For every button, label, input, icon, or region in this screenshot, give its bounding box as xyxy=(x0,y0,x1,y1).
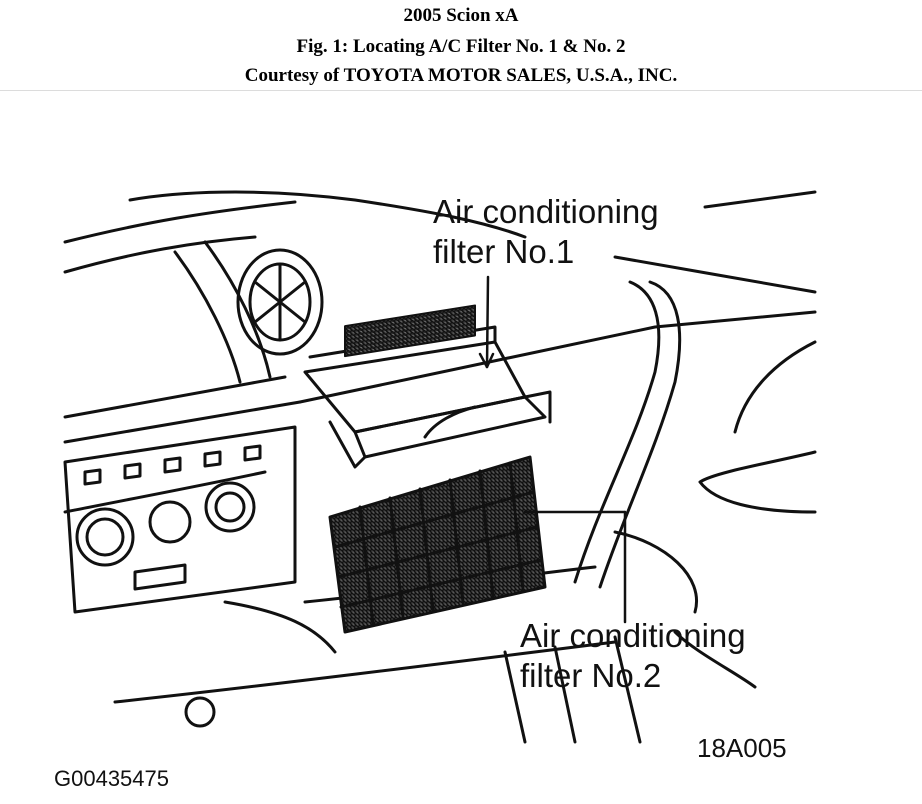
air-vent-icon xyxy=(236,248,324,356)
passenger-side-dash xyxy=(503,280,817,744)
document-header: 2005 Scion xA Fig. 1: Locating A/C Filte… xyxy=(0,0,922,90)
hvac-control-panel xyxy=(63,425,297,728)
graphic-id: G00435475 xyxy=(54,766,169,791)
callout-filter-2-line2: filter No.2 xyxy=(520,657,662,694)
vehicle-title: 2005 Scion xA xyxy=(403,5,519,26)
header-divider xyxy=(0,90,922,91)
courtesy-line: Courtesy of TOYOTA MOTOR SALES, U.S.A., … xyxy=(244,65,678,86)
callout-filter-2-line1: Air conditioning xyxy=(520,617,746,654)
filter-2-mesh xyxy=(328,455,547,634)
figure-code: 18A005 xyxy=(697,733,787,763)
callout-leader-lines xyxy=(478,275,627,624)
filter-1-housing xyxy=(303,304,552,469)
ac-filter-illustration xyxy=(55,182,820,772)
callout-filter-1-line1: Air conditioning xyxy=(433,193,659,230)
figure-caption: Fig. 1: Locating A/C Filter No. 1 & No. … xyxy=(296,36,626,57)
callout-filter-1-line2: filter No.1 xyxy=(433,233,575,270)
